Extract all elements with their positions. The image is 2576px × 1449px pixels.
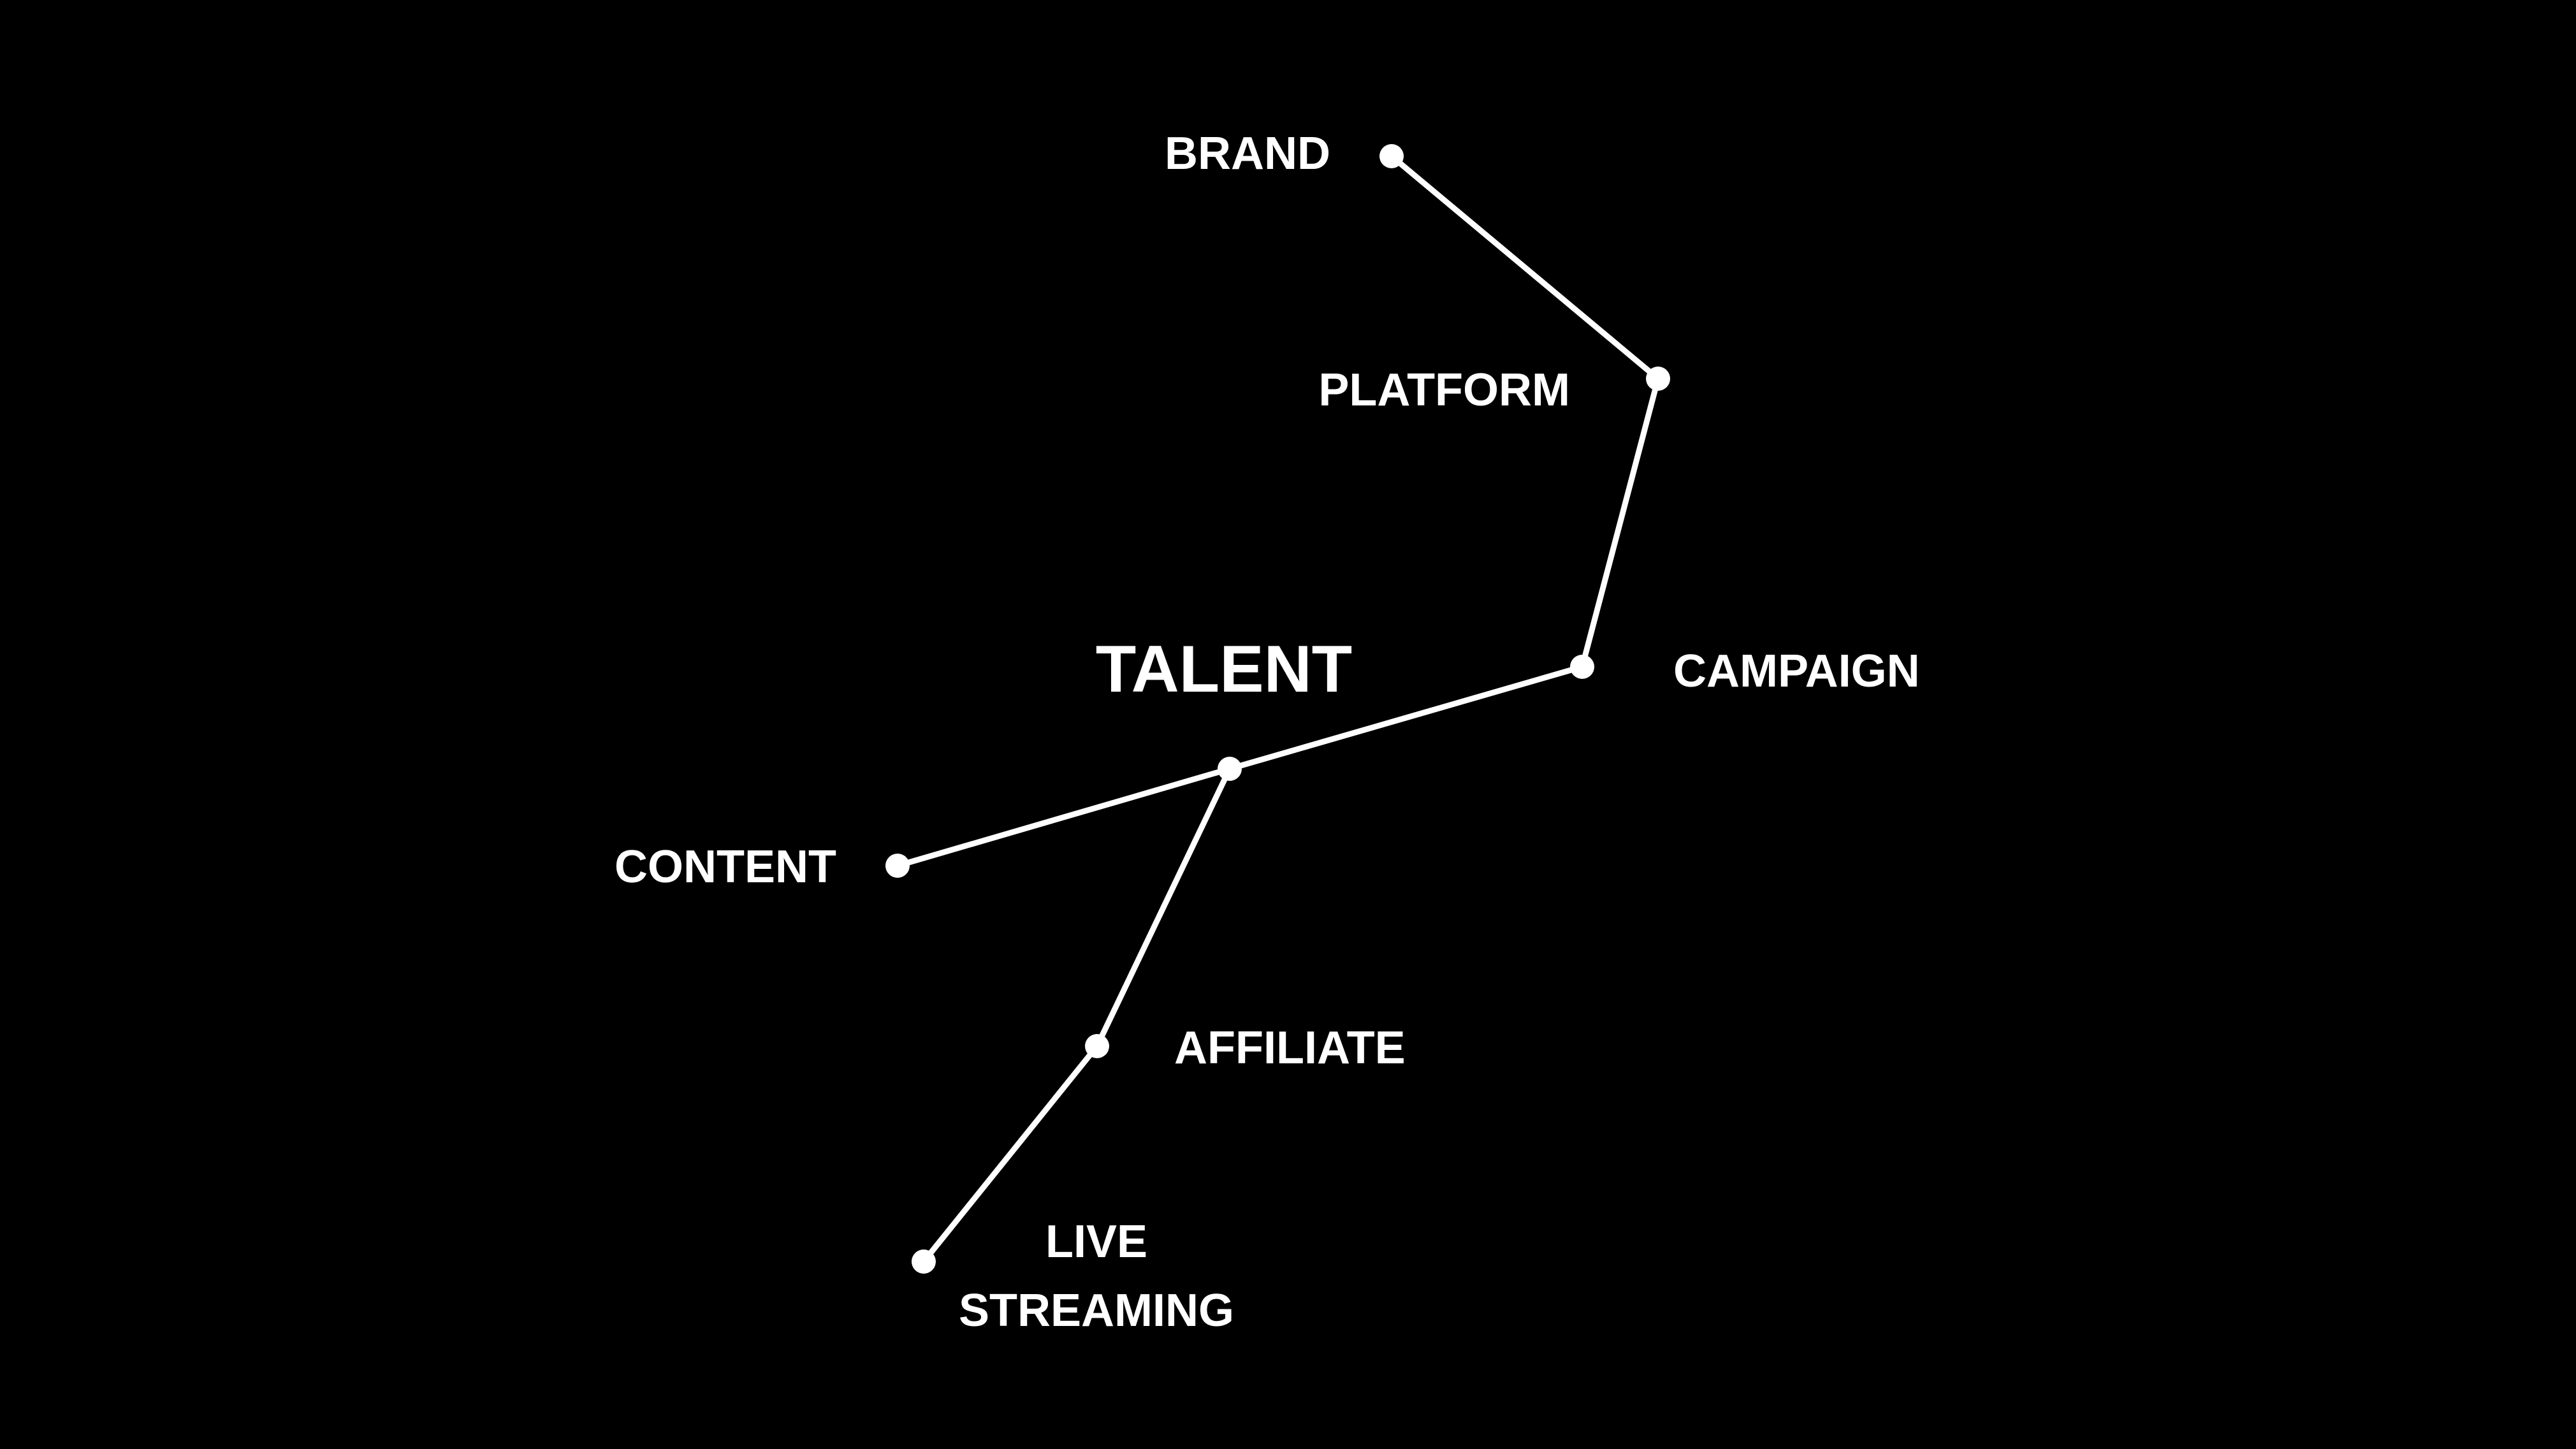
label-content: CONTENT <box>615 841 836 892</box>
label-brand: BRAND <box>1165 128 1330 179</box>
node-dot-platform <box>1646 367 1670 391</box>
edge-talent-content <box>894 766 1233 869</box>
label-live-streaming-line1: LIVE <box>1045 1216 1147 1267</box>
labels: BRAND PLATFORM CAMPAIGN TALENT CONTENT A… <box>615 128 1920 1336</box>
node-dot-content <box>885 854 910 878</box>
edge-affiliate-live-streaming <box>921 1043 1100 1265</box>
edge-talent-affiliate <box>1094 766 1233 1049</box>
node-dot-affiliate <box>1085 1034 1109 1058</box>
label-affiliate: AFFILIATE <box>1174 1023 1406 1074</box>
node-dot-talent <box>1218 757 1242 781</box>
node-dot-brand <box>1379 144 1404 168</box>
edge-brand-platform <box>1388 153 1661 382</box>
edge-platform-campaign <box>1579 375 1661 670</box>
nodes <box>885 144 1670 1274</box>
edge-campaign-talent <box>1226 664 1585 772</box>
node-dot-campaign <box>1570 655 1594 679</box>
label-platform: PLATFORM <box>1318 365 1570 416</box>
edges <box>894 153 1661 1265</box>
label-talent: TALENT <box>1096 632 1352 706</box>
node-dot-live-streaming <box>912 1249 936 1274</box>
label-campaign: CAMPAIGN <box>1673 646 1920 697</box>
label-live-streaming-line2: STREAMING <box>959 1285 1234 1336</box>
